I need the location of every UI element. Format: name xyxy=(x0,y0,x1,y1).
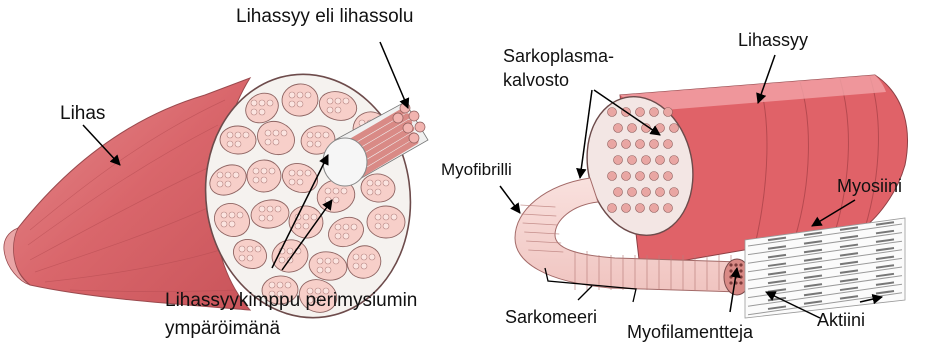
label-aktiini: Aktiini xyxy=(817,310,865,331)
label-lihassyykimppu-line2: ympäröimänä xyxy=(165,318,280,340)
fascicle xyxy=(367,206,406,239)
label-sarkomeeri: Sarkomeeri xyxy=(505,307,597,328)
label-myofilamentteja: Myofilamentteja xyxy=(627,322,753,343)
label-lihas: Lihas xyxy=(60,103,105,125)
label-myosiini: Myosiini xyxy=(837,176,902,197)
arrow-myofibrilli xyxy=(500,186,520,213)
label-lihassyy-eli-lihassolu: Lihassyy eli lihassolu xyxy=(236,6,413,28)
label-lihassyy: Lihassyy xyxy=(738,30,808,51)
arrow-lihassolu xyxy=(380,42,408,108)
label-sarkoplasma-line1: Sarkoplasma- xyxy=(503,46,614,67)
label-myofibrilli: Myofibrilli xyxy=(441,160,512,180)
label-sarkoplasma-line2: kalvosto xyxy=(503,70,569,91)
label-lihassyykimppu-line1: Lihassyykimppu perimysiumin xyxy=(165,290,417,312)
